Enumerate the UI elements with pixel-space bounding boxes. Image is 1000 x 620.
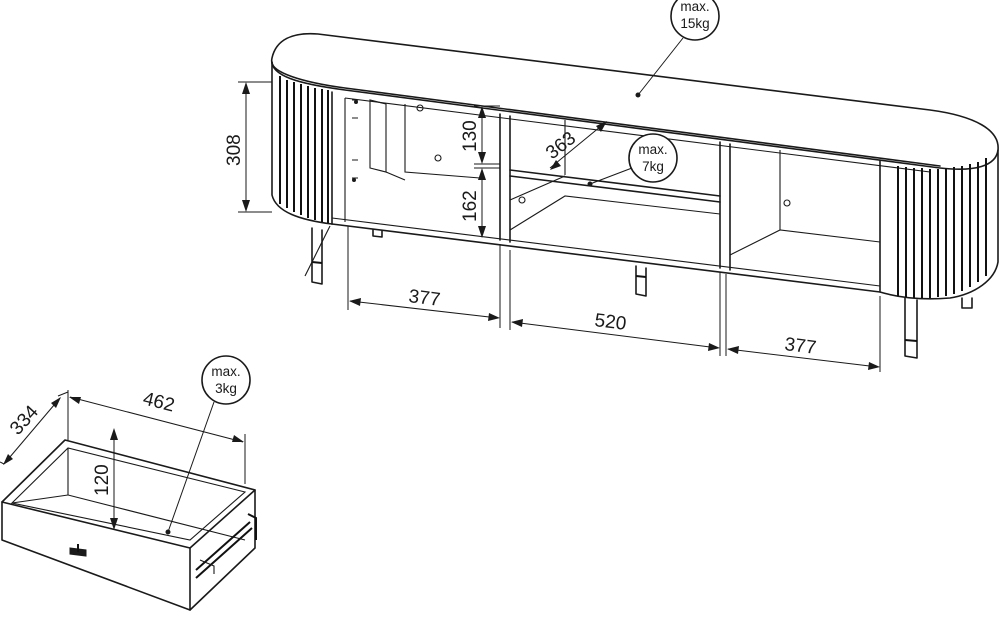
dimension-shelf-lower-162: 162 [460,167,500,238]
dim-drawer-depth-label: 334 [6,401,43,439]
load-shelf-line2: 7kg [642,159,664,174]
cabinet-bottom [331,223,881,293]
dimension-shelf-upper-130: 130 [460,105,500,165]
cabinet [271,32,999,359]
dim-height-label: 308 [224,134,245,166]
dimension-drawer-height-120: 120 [92,428,118,530]
load-top-line2: 15kg [680,16,709,31]
cabinet-legs [304,225,973,359]
drawer [1,439,257,611]
dim-depth-label: 363 [542,128,580,164]
dimension-drawer-depth-334: 334 [0,391,69,465]
dimension-center-520: 520 [509,250,721,356]
load-badge-drawer: max. 3kg [165,355,251,535]
load-top-line1: max. [680,0,709,14]
divider-right [719,141,731,271]
dim-shelf-lower-label: 162 [460,190,481,222]
middle-shelf [509,169,721,203]
load-drawer-line1: max. [211,364,240,379]
dim-drawer-width-label: 462 [141,388,177,416]
dimension-depth-363: 363 [542,121,607,170]
left-rounded-door [271,61,333,225]
dim-right-width-label: 377 [783,334,817,359]
dimension-height-308: 308 [224,81,272,213]
load-drawer-line2: 3kg [215,381,237,396]
dimension-left-377: 377 [347,226,501,328]
dim-left-width-label: 377 [407,286,441,311]
dimension-right-377: 377 [725,274,881,372]
drawer-runner [195,513,257,579]
right-flutes [897,158,987,298]
drawer-front [1,501,191,611]
load-shelf-line1: max. [638,142,667,157]
cabinet-top [271,32,999,170]
load-badge-top: max. 15kg [635,0,720,98]
right-rounded-door [879,149,999,300]
left-flutes [279,76,329,223]
dim-center-width-label: 520 [593,310,627,335]
dim-drawer-height-label: 120 [92,464,113,496]
dim-shelf-upper-label: 130 [460,120,481,152]
divider-left [499,113,511,243]
load-badge-shelf: max. 7kg [587,133,678,187]
